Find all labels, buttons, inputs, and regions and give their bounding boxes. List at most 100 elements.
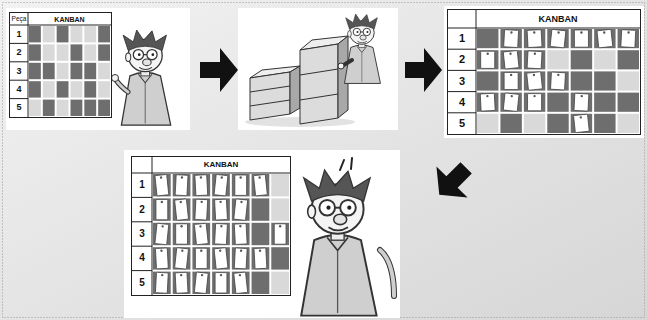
card-hole xyxy=(510,74,512,76)
board-header: KANBAN xyxy=(204,161,239,169)
board-cell xyxy=(252,247,270,269)
card-hole xyxy=(487,53,489,55)
board-cell xyxy=(71,44,83,60)
grid-rule xyxy=(476,10,477,134)
board-cell xyxy=(594,93,615,112)
dotted-frame xyxy=(3,3,645,318)
board-cell xyxy=(618,50,639,69)
card-body xyxy=(214,248,228,270)
card-body xyxy=(155,248,168,269)
board-cell xyxy=(500,29,521,48)
board-cell xyxy=(618,71,639,90)
card-hole xyxy=(240,201,243,204)
board-cell xyxy=(192,247,210,269)
kanban-card xyxy=(195,248,207,268)
board-cell xyxy=(98,44,110,60)
card-hole xyxy=(161,225,164,228)
card-hole xyxy=(258,176,261,179)
card-hole xyxy=(627,31,630,34)
board-cell xyxy=(232,198,250,220)
board-cell xyxy=(153,223,171,245)
board-cell xyxy=(57,44,69,60)
card-body xyxy=(480,93,495,111)
rack-side xyxy=(290,66,300,114)
board-cell xyxy=(71,81,83,97)
kanban-card xyxy=(195,175,208,196)
board-cell xyxy=(71,63,83,79)
card-hole xyxy=(279,225,281,227)
card-hole xyxy=(219,201,222,204)
board-cell xyxy=(43,63,55,79)
kanban-card xyxy=(597,29,613,48)
board-cell xyxy=(57,63,69,79)
surprise-marks xyxy=(340,158,352,170)
kanban-card xyxy=(215,199,228,220)
board-cell xyxy=(571,114,592,133)
board-cell xyxy=(212,272,230,294)
board-cell xyxy=(594,29,615,48)
board-cell xyxy=(271,198,289,220)
rack-shelf xyxy=(250,100,290,106)
panel xyxy=(6,8,190,130)
grid-rule xyxy=(10,61,28,62)
card-body xyxy=(195,248,207,268)
card-body xyxy=(504,30,519,48)
card-body xyxy=(253,174,267,196)
rack-shelf xyxy=(300,69,338,75)
card-hole xyxy=(239,225,242,228)
card-hole xyxy=(557,31,560,34)
board-cell xyxy=(98,63,110,79)
board-cell xyxy=(524,114,545,133)
card-hole xyxy=(509,52,512,55)
kanban-card xyxy=(234,272,248,294)
card-body xyxy=(194,272,208,294)
board-header: KANBAN xyxy=(539,15,578,24)
grid-rule xyxy=(448,28,640,29)
row-number: 5 xyxy=(16,103,21,112)
board-cell xyxy=(29,81,41,97)
card-hole xyxy=(160,249,163,252)
kanban-card xyxy=(274,224,286,244)
card-body xyxy=(215,224,228,245)
card-body xyxy=(175,199,189,221)
board-cell xyxy=(271,223,289,245)
board-cell xyxy=(84,63,96,79)
panel xyxy=(238,8,398,130)
board-cell xyxy=(252,174,270,196)
card-body xyxy=(574,30,588,47)
card-body xyxy=(527,30,542,48)
board-cell xyxy=(252,223,270,245)
board-cell xyxy=(173,272,191,294)
card-hole xyxy=(160,176,163,179)
row-number: 1 xyxy=(459,33,465,44)
board-cell xyxy=(594,50,615,69)
card-hole xyxy=(239,274,242,277)
kanban-card xyxy=(175,175,188,196)
card-hole xyxy=(240,176,242,178)
board-cell xyxy=(98,26,110,42)
card-hole xyxy=(199,225,202,228)
kanban-card xyxy=(155,223,169,245)
grid-rule xyxy=(132,197,152,198)
hand xyxy=(338,63,344,69)
row-number: 2 xyxy=(139,205,145,215)
board-cell xyxy=(43,100,55,116)
board-cell xyxy=(477,50,498,69)
board-cell xyxy=(71,26,83,42)
board-cell xyxy=(500,114,521,133)
grid-rule xyxy=(132,173,290,174)
board-cell xyxy=(212,198,230,220)
arm xyxy=(380,250,394,296)
card-body xyxy=(528,94,542,111)
board-cell xyxy=(271,247,289,269)
card-body xyxy=(234,248,247,269)
board-cell xyxy=(594,114,615,133)
board-cell xyxy=(173,247,191,269)
card-body xyxy=(621,30,636,48)
row-number: 5 xyxy=(139,278,145,288)
pointing-arm xyxy=(116,80,128,92)
board-cell xyxy=(43,26,55,42)
card-body xyxy=(215,273,227,293)
cartoon-man xyxy=(121,30,170,125)
